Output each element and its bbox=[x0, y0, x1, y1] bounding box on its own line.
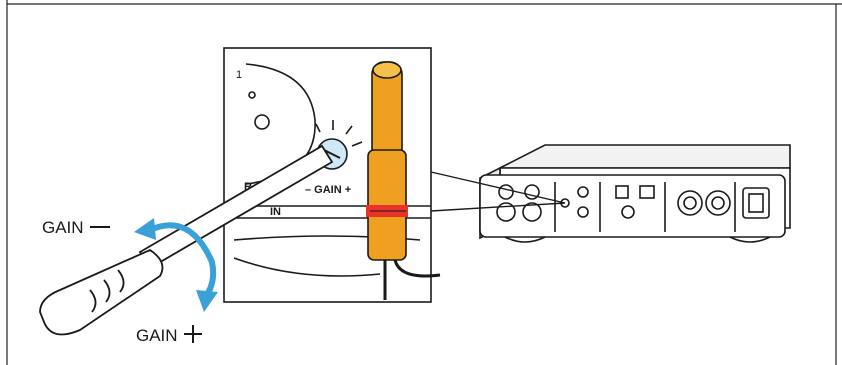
xlr-connector bbox=[498, 184, 514, 200]
detail-gain-label: – GAIN + bbox=[305, 184, 351, 196]
gain-minus-label: GAIN bbox=[42, 218, 84, 237]
minus-icon bbox=[88, 219, 112, 239]
screwdriver bbox=[39, 144, 334, 336]
gain-plus-label: GAIN bbox=[136, 325, 178, 345]
gain-minus-callout: GAIN bbox=[42, 218, 112, 239]
xlr-output bbox=[705, 190, 731, 216]
optical-port bbox=[615, 185, 629, 199]
jack bbox=[577, 206, 589, 218]
device-rear-panel bbox=[479, 144, 791, 243]
detail-channel-label: R bbox=[244, 181, 252, 193]
jack bbox=[577, 186, 589, 198]
detail-pin-label: 1 bbox=[236, 69, 242, 81]
xlr-output bbox=[677, 190, 703, 216]
arrow-head-down bbox=[196, 290, 218, 312]
callout-leader bbox=[430, 171, 566, 212]
frame-border bbox=[6, 0, 842, 365]
usb-port bbox=[639, 185, 655, 199]
plus-icon bbox=[182, 323, 204, 350]
xlr-connector bbox=[496, 202, 516, 222]
detail-in-label: IN bbox=[270, 206, 281, 218]
rotate-arrow-icon bbox=[147, 222, 217, 299]
highlight-rays bbox=[315, 120, 363, 147]
power-inlet bbox=[742, 187, 770, 219]
arrow-head-up bbox=[134, 218, 156, 240]
xlr-connector bbox=[522, 202, 542, 222]
detail-zoom-box: – GAIN + R IN 1 bbox=[223, 47, 441, 303]
jack bbox=[621, 205, 635, 219]
orange-plug bbox=[366, 61, 441, 300]
gain-plus-callout: GAIN bbox=[136, 323, 204, 350]
